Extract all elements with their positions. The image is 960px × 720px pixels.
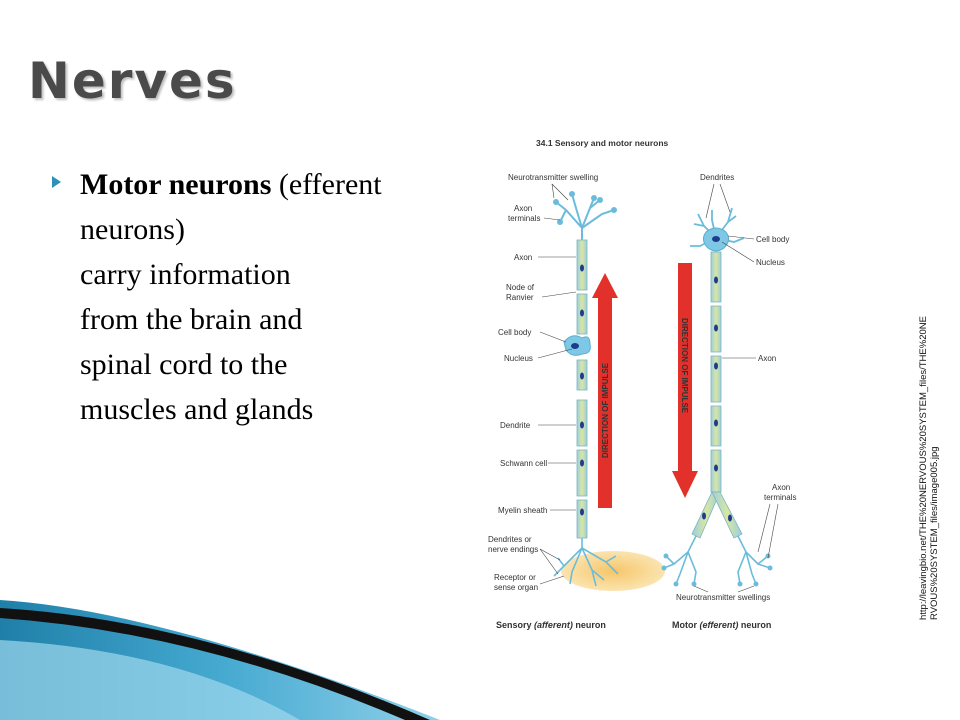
bullet-line-3: spinal cord to the (80, 348, 288, 381)
sensory-arrow-text: DIRECTION OF IMPULSE (601, 362, 610, 458)
sensory-dendrite-lower (576, 399, 588, 539)
motor-label-swellings: Neurotransmitter swellings (676, 593, 770, 602)
motor-title-word: Motor (672, 620, 697, 630)
label-dendrites-2: nerve endings (488, 545, 538, 554)
label-receptor-2: sense organ (494, 583, 538, 592)
receptor-organ (561, 551, 665, 591)
motor-labels: Dendrites Cell body Nucleus Axon Axon te… (676, 173, 796, 602)
bullet-line-0: (efferent neurons) (80, 168, 382, 246)
motor-axon-terminals (663, 535, 771, 585)
sensory-terminal-swellings (553, 191, 617, 225)
label-nucleus: Nucleus (504, 354, 533, 363)
label-axon-terminals-2: terminals (508, 214, 540, 223)
label-myelin: Myelin sheath (498, 506, 547, 515)
label-dendrite: Dendrite (500, 421, 531, 430)
motor-neuron-title: Motor (efferent) neuron (672, 620, 771, 630)
motor-axon-branches (691, 491, 743, 539)
sensory-nucleus (571, 343, 579, 349)
label-node-2: Ranvier (506, 293, 534, 302)
motor-arrow-text: DIRECTION OF IMPULSE (680, 318, 689, 414)
motor-nucleus (712, 236, 720, 242)
sensory-title-italic: (afferent) (534, 620, 573, 630)
motor-title-suffix: neuron (741, 620, 772, 630)
motor-axon (710, 251, 722, 493)
slide-title: Nerves (28, 52, 237, 110)
bullet-line-1: carry information (80, 258, 291, 291)
motor-label-axon-terminals-2: terminals (764, 493, 796, 502)
sensory-axon-terminals (555, 193, 615, 240)
label-node-1: Node of (506, 283, 535, 292)
motor-label-cell-body: Cell body (756, 235, 789, 244)
label-neurotransmitter-swelling: Neurotransmitter swelling (508, 173, 598, 182)
sensory-neuron (553, 191, 665, 591)
sensory-neuron-title: Sensory (afferent) neuron (496, 620, 606, 630)
motor-neuron (661, 207, 773, 587)
sensory-title-word: Sensory (496, 620, 532, 630)
sensory-direction-arrow: DIRECTION OF IMPULSE (592, 273, 618, 508)
figure-caption: 34.1 Sensory and motor neurons (536, 138, 669, 148)
bullet-line-4: muscles and glands (80, 393, 314, 426)
citation-line-2: RVOUS%20SYSTEM_files/image005.jpg (929, 446, 940, 620)
motor-title-italic: (efferent) (700, 620, 739, 630)
sensory-labels: Neurotransmitter swelling Axon terminals… (488, 173, 598, 592)
motor-label-axon: Axon (758, 354, 776, 363)
motor-label-nucleus: Nucleus (756, 258, 785, 267)
label-axon-terminals-1: Axon (514, 204, 532, 213)
bullet-text: Motor neurons (efferent neurons) carry in… (80, 162, 390, 432)
neuron-figure: 34.1 Sensory and motor neurons (488, 138, 796, 630)
label-schwann: Schwann cell (500, 459, 547, 468)
motor-terminal-swellings (661, 553, 773, 587)
bullet-line-2: from the brain and (80, 303, 303, 336)
motor-label-axon-terminals-1: Axon (772, 483, 790, 492)
motor-direction-arrow: DIRECTION OF IMPULSE (672, 263, 698, 498)
label-axon: Axon (514, 253, 532, 262)
bullet-term: Motor neurons (80, 168, 272, 201)
motor-label-dendrites: Dendrites (700, 173, 734, 182)
label-receptor-1: Receptor or (494, 573, 536, 582)
image-source-citation: http://leavingbio.net/THE%20NERVOUS%20SY… (918, 260, 940, 620)
sensory-title-suffix: neuron (575, 620, 606, 630)
sensory-axon-upper (576, 239, 588, 391)
label-dendrites-1: Dendrites or (488, 535, 532, 544)
bullet-arrow-icon (52, 176, 61, 188)
citation-line-1: http://leavingbio.net/THE%20NERVOUS%20SY… (918, 316, 929, 620)
label-cell-body: Cell body (498, 328, 531, 337)
